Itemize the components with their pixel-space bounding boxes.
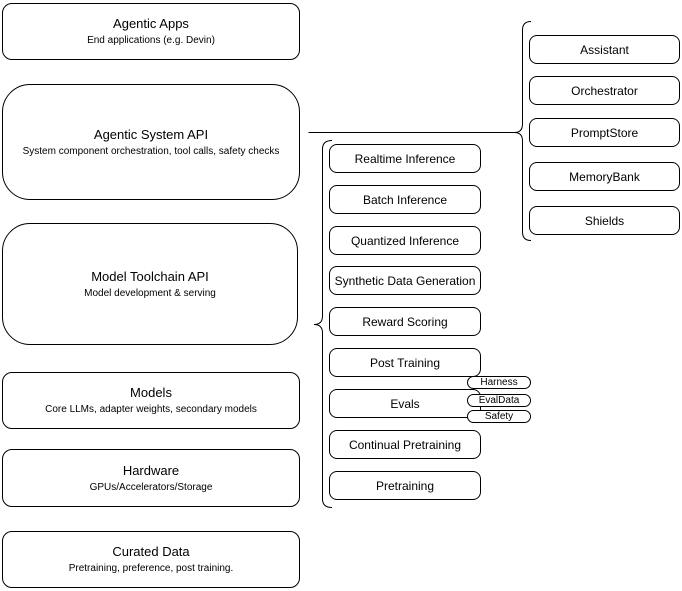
layer-box-curated-data: Curated Data Pretraining, preference, po…: [2, 531, 300, 588]
layer-title: Curated Data: [112, 544, 190, 559]
layer-subtitle: End applications (e.g. Devin): [87, 35, 215, 46]
component-label: MemoryBank: [569, 169, 640, 184]
layer-title: Models: [130, 385, 172, 400]
component-label: PromptStore: [570, 125, 639, 140]
toolchain-item-evals: Evals: [329, 389, 481, 418]
component-label: Orchestrator: [571, 83, 638, 98]
layer-box-hardware: Hardware GPUs/Accelerators/Storage: [2, 449, 300, 507]
evals-tag-evaldata: EvalData: [467, 394, 531, 407]
evals-tag-safety: Safety: [467, 410, 531, 423]
toolchain-item-continual-pretraining: Continual Pretraining: [329, 430, 481, 459]
brace-toolchain-group: [313, 140, 333, 508]
toolchain-item-label: Post Training: [369, 355, 441, 370]
component-orchestrator: Orchestrator: [529, 76, 680, 105]
toolchain-item-batch-inference: Batch Inference: [329, 185, 481, 214]
toolchain-item-label: Realtime Inference: [354, 151, 456, 166]
component-assistant: Assistant: [529, 35, 680, 64]
toolchain-item-label: Evals: [390, 396, 420, 411]
evals-tag-label: Harness: [480, 377, 518, 388]
component-memorybank: MemoryBank: [529, 162, 680, 191]
component-label: Assistant: [580, 42, 629, 57]
toolchain-item-realtime-inference: Realtime Inference: [329, 144, 481, 173]
layer-title: Model Toolchain API: [91, 268, 209, 284]
toolchain-item-label: Pretraining: [375, 478, 435, 493]
toolchain-item-post-training: Post Training: [329, 348, 481, 377]
toolchain-item-label: Synthetic Data Generation: [334, 273, 476, 288]
toolchain-item-reward-scoring: Reward Scoring: [329, 307, 481, 336]
toolchain-item-synthetic-data-generation: Synthetic Data Generation: [329, 266, 481, 295]
component-label: Shields: [584, 213, 625, 228]
toolchain-item-pretraining: Pretraining: [329, 471, 481, 500]
layer-subtitle: Pretraining, preference, post training.: [68, 563, 234, 574]
toolchain-item-label: Continual Pretraining: [348, 437, 462, 452]
layer-subtitle: GPUs/Accelerators/Storage: [89, 481, 213, 493]
component-shields: Shields: [529, 206, 680, 235]
layer-box-agentic-apps: Agentic Apps End applications (e.g. Devi…: [2, 3, 300, 60]
layer-subtitle: Core LLMs, adapter weights, secondary mo…: [45, 404, 257, 415]
toolchain-item-quantized-inference: Quantized Inference: [329, 226, 481, 255]
evals-tag-label: EvalData: [478, 395, 520, 406]
evals-tag-label: Safety: [484, 411, 514, 422]
layer-box-models: Models Core LLMs, adapter weights, secon…: [2, 372, 300, 429]
layer-box-model-toolchain-api: Model Toolchain API Model development & …: [2, 223, 298, 345]
evals-tag-harness: Harness: [467, 376, 531, 389]
layer-box-agentic-system-api: Agentic System API System component orch…: [2, 84, 300, 200]
layer-title: Agentic Apps: [113, 16, 189, 31]
toolchain-item-label: Quantized Inference: [350, 233, 460, 248]
layer-title: Agentic System API: [93, 126, 209, 142]
brace-components-group: [514, 21, 532, 241]
toolchain-item-label: Batch Inference: [362, 192, 448, 207]
toolchain-item-label: Reward Scoring: [362, 314, 448, 329]
layer-subtitle: System component orchestration, tool cal…: [22, 145, 280, 157]
layer-title: Hardware: [122, 462, 180, 478]
layer-subtitle: Model development & serving: [84, 287, 216, 299]
component-promptstore: PromptStore: [529, 118, 680, 147]
